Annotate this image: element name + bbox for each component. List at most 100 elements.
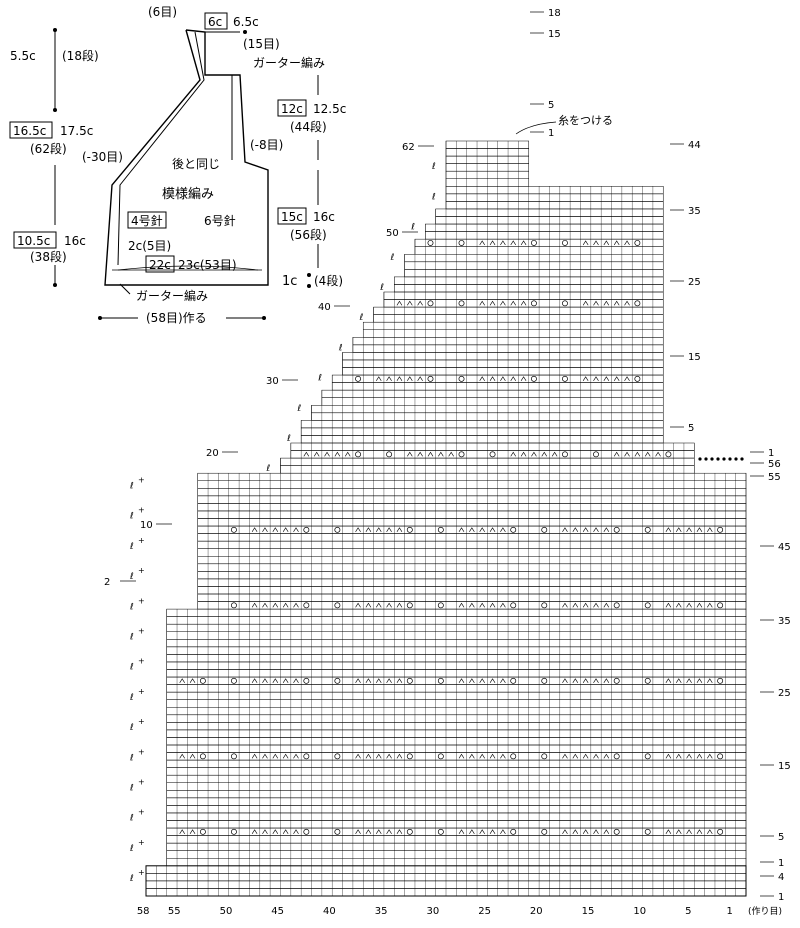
decrease-symbol xyxy=(179,678,185,683)
chart-row xyxy=(404,254,664,263)
yarn-over-symbol xyxy=(355,375,362,382)
decrease-symbol xyxy=(572,829,579,834)
twist-stitch-symbol: ℓ xyxy=(379,283,384,293)
decrease-symbol xyxy=(376,602,382,608)
decrease-symbol xyxy=(396,602,403,608)
yarn-over-symbol xyxy=(644,753,651,760)
yarn-over-symbol xyxy=(717,526,724,533)
decrease-symbol xyxy=(189,753,196,759)
decrease-symbol xyxy=(396,300,403,306)
needle-box: 4号針 xyxy=(131,213,163,228)
chart-row xyxy=(197,503,747,512)
yarn-over-symbol xyxy=(334,526,341,533)
yarn-over-symbol xyxy=(541,677,548,684)
yarn-over-symbol xyxy=(458,375,465,382)
chart-row xyxy=(197,571,747,580)
yarn-over-symbol xyxy=(644,677,651,684)
decrease-symbol xyxy=(469,678,475,683)
decrease-symbol xyxy=(324,451,330,457)
decrease-symbol xyxy=(479,678,485,683)
yarn-over-symbol xyxy=(303,602,310,609)
needle-main: 6号針 xyxy=(204,213,236,228)
chart-row xyxy=(404,261,664,270)
leader-line xyxy=(119,283,131,295)
chart-row xyxy=(197,601,747,610)
decrease-symbol xyxy=(396,376,403,381)
decrease-symbol xyxy=(376,376,382,381)
yarn-over-symbol xyxy=(406,602,413,609)
yarn-over-symbol xyxy=(510,677,517,684)
yarn-over-symbol xyxy=(613,753,620,760)
yarn-over-symbol xyxy=(303,753,310,760)
dim-dot xyxy=(307,273,311,277)
decrease-symbol xyxy=(334,451,341,457)
decrease-symbol xyxy=(520,451,527,457)
decrease-symbol xyxy=(500,300,506,306)
decrease-symbol xyxy=(707,753,713,759)
decrease-symbol xyxy=(438,451,444,457)
chart-row xyxy=(383,299,664,308)
column-number-label: 30 xyxy=(426,906,439,917)
yarn-over-symbol xyxy=(644,526,651,533)
decrease-symbol xyxy=(510,300,516,306)
decrease-symbol xyxy=(303,451,310,457)
decrease-symbol xyxy=(489,240,496,246)
decrease-symbol xyxy=(458,527,465,532)
shoulder-h-dim: 12.5c xyxy=(313,102,346,116)
decrease-symbol xyxy=(313,451,320,457)
decrease-symbol xyxy=(520,240,527,246)
decrease-symbol xyxy=(593,602,599,608)
column-number-label: 58 xyxy=(137,906,150,917)
row-number-label: 2 xyxy=(104,577,110,588)
yarn-over-symbol xyxy=(634,239,641,246)
decrease-symbol xyxy=(531,451,537,457)
bind-off-dot xyxy=(716,457,720,461)
purl-knot-symbol: + xyxy=(138,566,145,575)
row-number-label: 25 xyxy=(688,277,701,288)
yarn-over-symbol xyxy=(541,753,548,760)
decrease-symbol xyxy=(262,753,268,759)
decrease-symbol xyxy=(396,829,403,834)
purl-knot-symbol: + xyxy=(138,868,145,877)
bind-off-dot xyxy=(722,457,726,461)
yarn-over-symbol xyxy=(634,300,641,307)
yarn-over-symbol xyxy=(230,602,237,609)
decrease-symbol xyxy=(500,829,506,834)
decrease-symbol xyxy=(396,678,403,683)
row-number-label: 15 xyxy=(548,29,561,40)
row-number-label: 40 xyxy=(318,302,331,313)
decrease-symbol xyxy=(686,602,692,608)
decrease-symbol xyxy=(365,602,372,608)
row-number-label: 10 xyxy=(140,520,153,531)
twist-stitch-symbol: ℓ xyxy=(297,404,302,414)
chart-row xyxy=(342,359,664,368)
chart-row xyxy=(197,593,747,602)
hem-height: 1c xyxy=(282,274,297,289)
decrease-symbol xyxy=(293,753,299,759)
chart-row xyxy=(290,442,695,451)
yarn-over-symbol xyxy=(406,526,413,533)
yarn-over-symbol xyxy=(717,602,724,609)
decrease-symbol xyxy=(500,527,506,532)
yarn-over-symbol xyxy=(530,300,537,307)
decrease-symbol xyxy=(376,527,382,532)
twist-stitch-symbol: ℓ xyxy=(431,162,436,172)
attach-yarn-label: 糸をつける xyxy=(558,114,613,127)
chart-row xyxy=(425,231,664,240)
row-number-label: 25 xyxy=(778,688,791,699)
garter-bottom-label: ガーター編み xyxy=(136,288,208,303)
decrease-symbol xyxy=(707,829,713,834)
decrease-symbol xyxy=(686,829,692,834)
twist-stitch-symbol: ℓ xyxy=(129,753,134,763)
yarn-over-symbol xyxy=(458,451,465,458)
side-box: 15c xyxy=(281,210,303,224)
row-number-label: 1 xyxy=(768,448,774,459)
decrease-symbol xyxy=(676,753,682,759)
decrease-symbol xyxy=(655,451,661,457)
decrease-symbol xyxy=(458,678,465,683)
garter-top-label: ガーター編み xyxy=(253,55,325,70)
twist-stitch-symbol: ℓ xyxy=(129,482,134,492)
chart-row xyxy=(321,397,664,406)
